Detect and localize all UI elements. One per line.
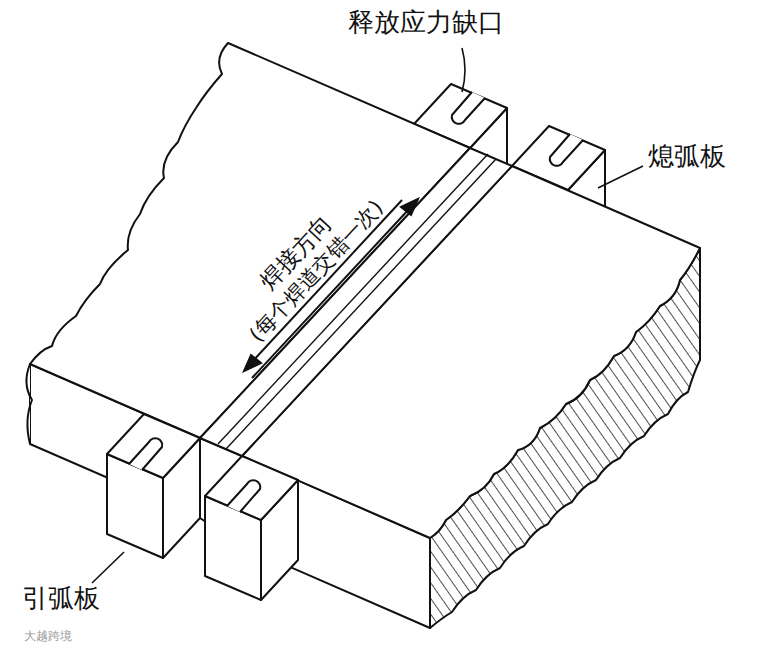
right-plate: [242, 166, 700, 628]
watermark: 大越跨境: [24, 630, 72, 644]
run-on-tab-right: [205, 456, 298, 600]
weld-bead: [200, 148, 512, 546]
run-on-tab-left: [107, 414, 200, 558]
part-label: 引弧板: [22, 584, 100, 614]
leader-lines: [92, 48, 643, 583]
part-label: 熄弧板: [648, 142, 726, 172]
direction-arrows: [244, 199, 418, 378]
part-label: 释放应力缺口: [348, 8, 504, 38]
